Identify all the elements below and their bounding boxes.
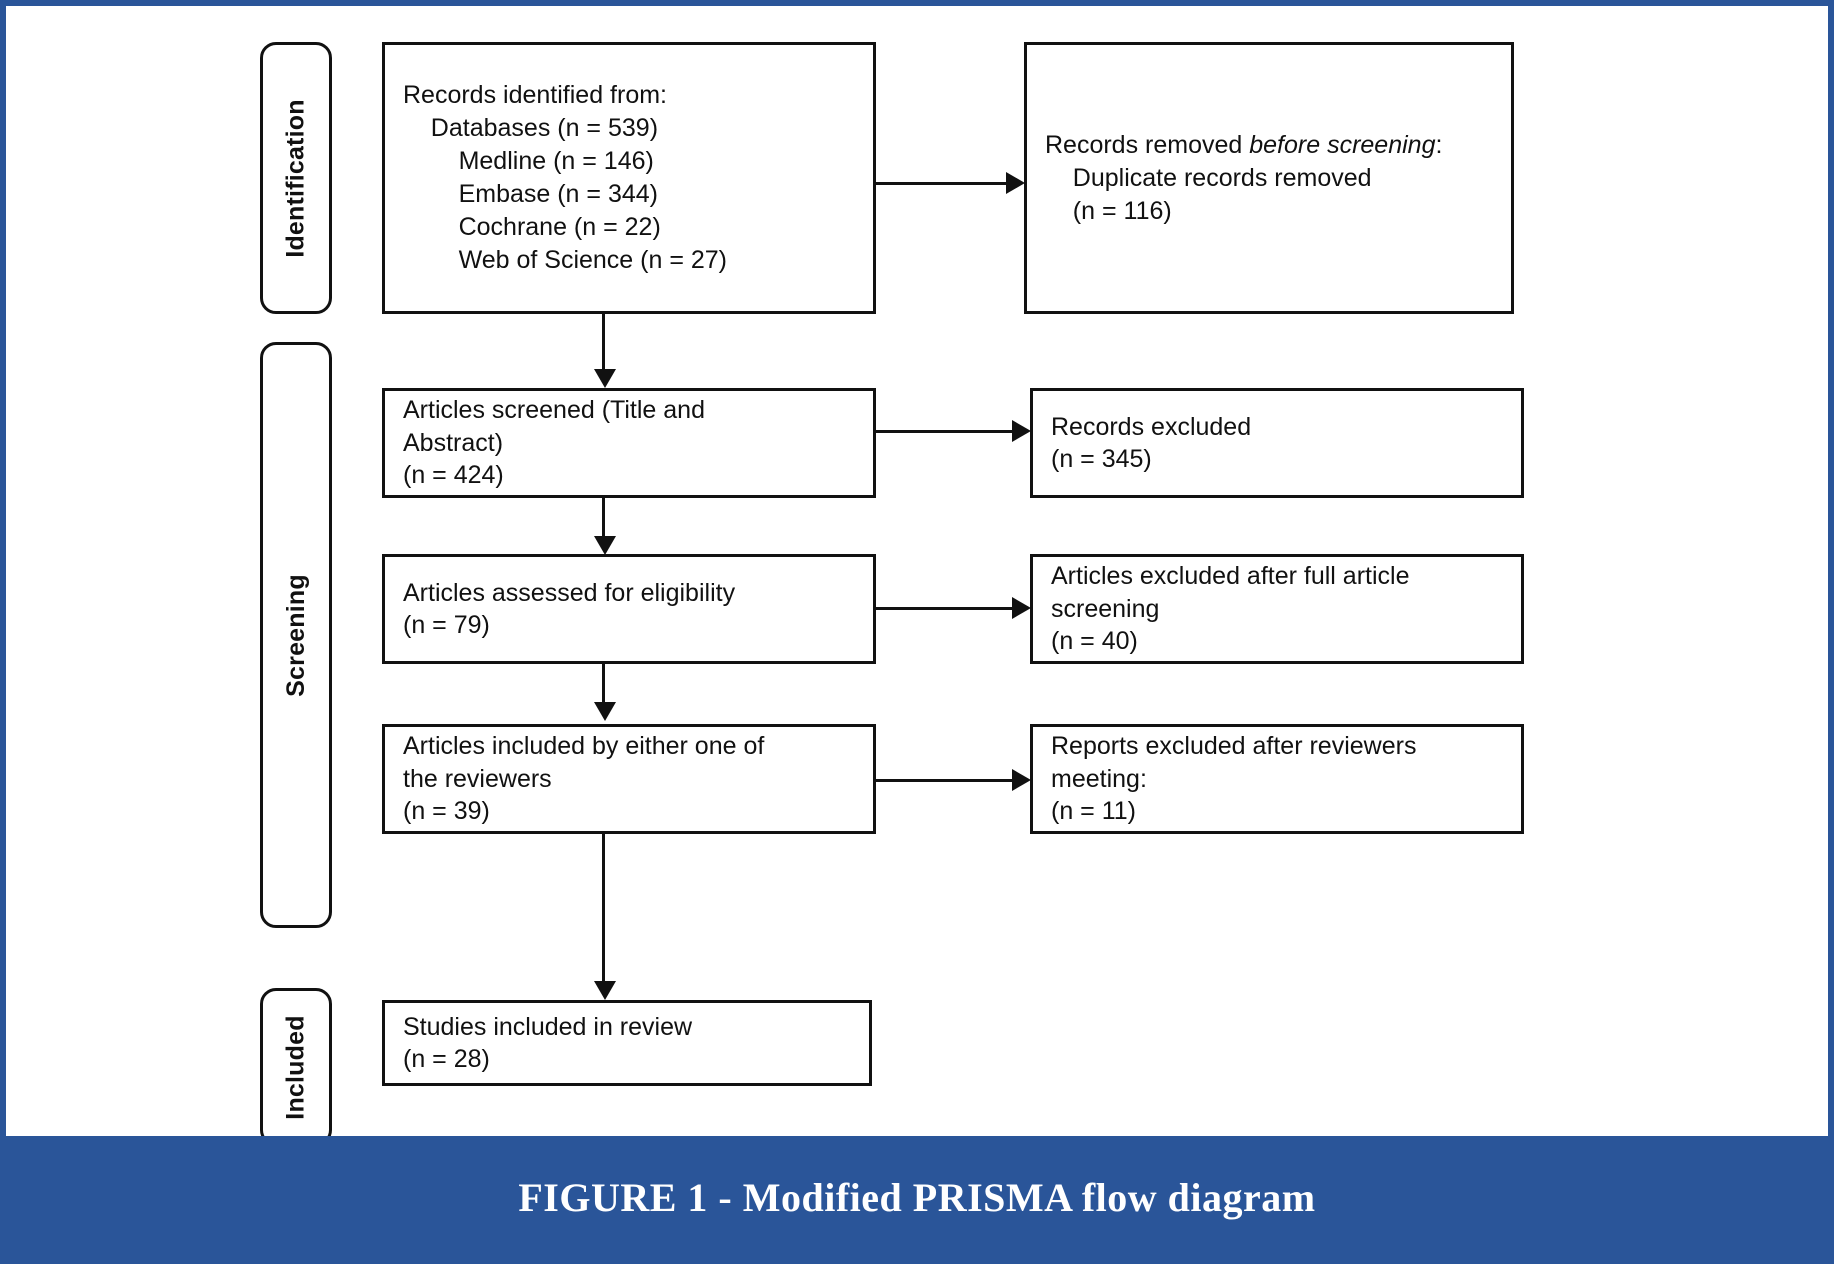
edge-identified-to-removed-arrow: [1006, 172, 1025, 194]
box-records-removed: Records removed before screening: Duplic…: [1024, 42, 1514, 314]
edge-included-to-reportsexcluded-arrow: [1012, 769, 1031, 791]
box-records-removed-text: Records removed before screening: Duplic…: [1027, 129, 1460, 228]
edge-identified-to-removed-line: [876, 182, 1006, 185]
edge-identified-to-screened-line: [602, 314, 605, 382]
edge-included-to-studies-arrow: [594, 981, 616, 1000]
box-articles-excluded-fulltext-text: Articles excluded after full article scr…: [1051, 562, 1410, 656]
box-articles-included-either-text: Articles included by either one of the r…: [403, 732, 765, 826]
edge-included-to-reportsexcluded-line: [876, 779, 1012, 782]
box-reports-excluded-meeting-text: Reports excluded after reviewers meeting…: [1051, 732, 1417, 826]
box-reports-excluded-meeting: Reports excluded after reviewers meeting…: [1030, 724, 1524, 834]
phase-bar-screening: Screening: [260, 342, 332, 928]
prisma-flow-diagram: Identification Screening Included Record…: [6, 6, 1828, 1146]
edge-screened-to-excluded-line: [876, 430, 1012, 433]
edge-screened-to-assessed-line: [602, 498, 605, 548]
phase-label-included: Included: [281, 1014, 310, 1120]
box-articles-included-either: Articles included by either one of the r…: [382, 724, 876, 834]
phase-label-identification: Identification: [281, 98, 310, 258]
edge-screened-to-assessed-arrow: [594, 536, 616, 555]
box-articles-excluded-fulltext: Articles excluded after full article scr…: [1030, 554, 1524, 664]
box-records-excluded-text: Records excluded (n = 345): [1051, 412, 1252, 474]
phase-label-screening: Screening: [281, 573, 310, 697]
box-studies-included: Studies included in review (n = 28): [382, 1000, 872, 1086]
box-articles-screened-text: Articles screened (Title and Abstract) (…: [403, 396, 705, 490]
records-removed-suffix: : Duplicate records removed (n = 116): [1072, 130, 1443, 225]
box-articles-assessed-text: Articles assessed for eligibility (n = 7…: [403, 578, 736, 640]
box-articles-screened: Articles screened (Title and Abstract) (…: [382, 388, 876, 498]
box-articles-assessed: Articles assessed for eligibility (n = 7…: [382, 554, 876, 664]
records-removed-italic: before screening: [1249, 130, 1436, 159]
edge-assessed-to-excludedfull-line: [876, 607, 1012, 610]
phase-bar-included: Included: [260, 988, 332, 1146]
box-records-identified: Records identified from: Databases (n = …: [382, 42, 876, 314]
box-records-identified-text: Records identified from: Databases (n = …: [403, 81, 728, 274]
edge-assessed-to-included-line: [602, 664, 605, 716]
edge-included-to-studies-line: [602, 834, 605, 994]
box-studies-included-text: Studies included in review (n = 28): [403, 1012, 693, 1074]
edge-identified-to-screened-arrow: [594, 369, 616, 388]
box-records-excluded: Records excluded (n = 345): [1030, 388, 1524, 498]
records-removed-prefix: Records removed: [1045, 130, 1250, 159]
edge-assessed-to-included-arrow: [594, 702, 616, 721]
edge-assessed-to-excludedfull-arrow: [1012, 597, 1031, 619]
phase-bar-identification: Identification: [260, 42, 332, 314]
figure-caption-band: FIGURE 1 - Modified PRISMA flow diagram: [6, 1136, 1828, 1258]
figure-caption-text: FIGURE 1 - Modified PRISMA flow diagram: [518, 1174, 1316, 1220]
edge-screened-to-excluded-arrow: [1012, 420, 1031, 442]
